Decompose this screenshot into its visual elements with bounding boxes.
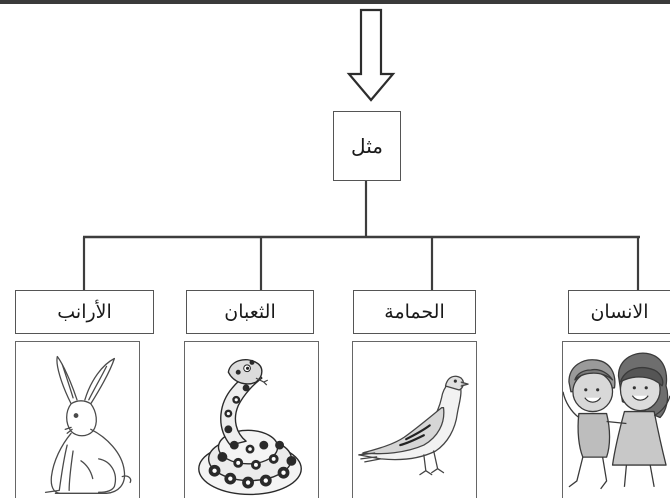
root-box: مثل	[333, 111, 401, 181]
item-label-snake: الثعبان	[224, 301, 276, 323]
label-box-snake: الثعبان	[186, 290, 314, 334]
snake-image	[184, 341, 319, 498]
top-border-line	[0, 0, 670, 4]
pigeon-image	[352, 341, 477, 498]
item-label-pigeon: الحمامة	[384, 301, 445, 323]
children-drawing-icon	[563, 352, 670, 490]
pigeon-drawing-icon	[358, 375, 469, 476]
label-box-rabbits: الأرانب	[15, 290, 154, 334]
item-label-rabbits: الأرانب	[57, 301, 112, 323]
label-box-human: الانسان	[568, 290, 670, 334]
snake-drawing-icon	[198, 359, 302, 496]
rabbit-image	[15, 341, 140, 498]
item-label-human: الانسان	[590, 301, 649, 323]
label-box-pigeon: الحمامة	[353, 290, 476, 334]
rabbit-drawing-icon	[44, 355, 132, 494]
root-label: مثل	[351, 134, 383, 158]
down-arrow-icon	[346, 8, 396, 102]
children-image	[562, 341, 670, 498]
